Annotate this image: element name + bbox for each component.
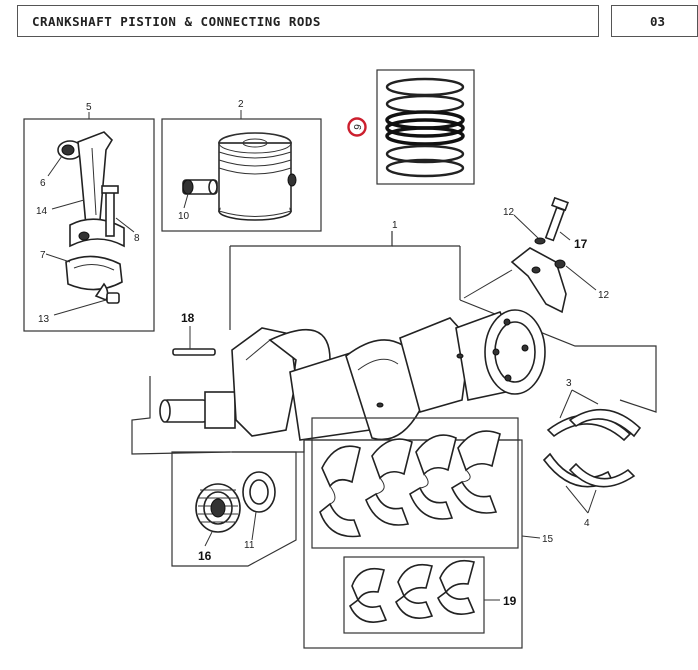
bearings-19-frame [343, 556, 485, 634]
callout-13: 13 [38, 314, 50, 325]
callout-9: 9 [353, 123, 365, 131]
bearings-19-group[interactable] [343, 556, 500, 634]
page-number-box: 03 [611, 5, 698, 37]
callout-7: 7 [40, 250, 46, 261]
callout-8: 8 [134, 233, 140, 244]
connecting-rod-group[interactable] [23, 112, 155, 332]
callout-19: 19 [503, 594, 517, 608]
callout-5: 5 [86, 102, 92, 113]
page-title: CRANKSHAFT PISTION & CONNECTING RODS [32, 14, 321, 29]
title-box: CRANKSHAFT PISTION & CONNECTING RODS [17, 5, 599, 37]
callout-17: 17 [574, 237, 588, 251]
highlight-ring [347, 117, 367, 137]
main-bearings-group[interactable] [303, 417, 541, 649]
bracket-assembly[interactable] [463, 196, 597, 314]
bearings-outer-frame [303, 439, 523, 649]
callout-3: 3 [566, 378, 572, 389]
callout-4: 4 [584, 518, 590, 529]
callout-18: 18 [181, 311, 195, 325]
key-18[interactable] [172, 326, 216, 356]
callout-6: 6 [40, 178, 46, 189]
piston-rings-frame [376, 69, 475, 185]
callout-2: 2 [238, 99, 244, 110]
callout-1: 1 [392, 220, 398, 231]
piston-rings-group[interactable] [376, 69, 475, 185]
piston-group[interactable] [161, 110, 322, 232]
callout-10: 10 [178, 211, 190, 222]
gear-seal-group[interactable] [171, 451, 297, 567]
callout-12b: 12 [598, 290, 610, 301]
callout-16: 16 [198, 549, 212, 563]
callout-12a: 12 [503, 207, 515, 218]
bearings-upper-frame [311, 417, 519, 549]
callout-14: 14 [36, 206, 48, 217]
crankshaft[interactable] [159, 309, 546, 441]
callout-15: 15 [542, 534, 554, 545]
thrust-washers[interactable] [542, 389, 642, 514]
highlight-callout-9[interactable]: 9 [347, 117, 367, 137]
callout-11: 11 [244, 540, 255, 551]
page-number: 03 [650, 14, 666, 29]
